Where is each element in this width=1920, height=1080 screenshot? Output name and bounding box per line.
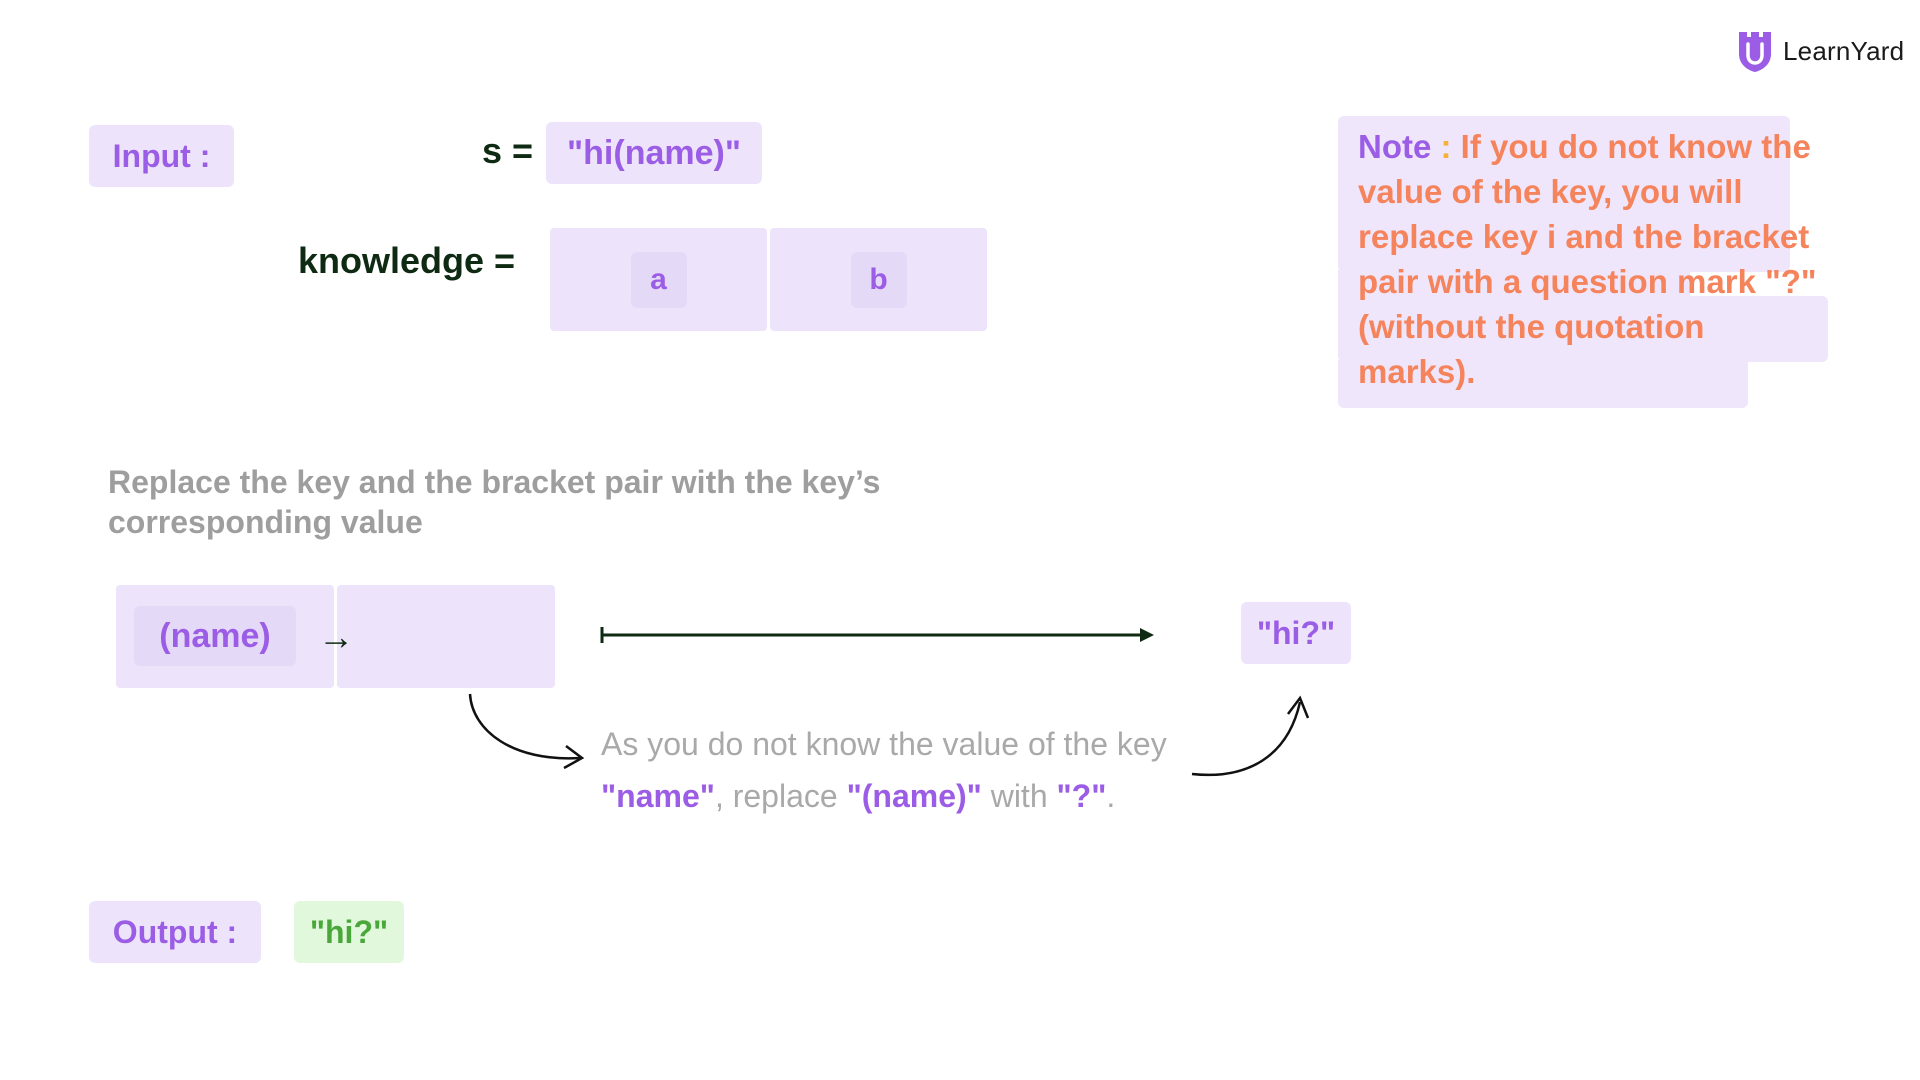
explanation-highlight: "name" <box>601 778 715 814</box>
knowledge-cell-value: b <box>850 251 907 308</box>
curved-arrow-right <box>1191 695 1310 777</box>
key-cell: (name) <box>116 585 334 688</box>
s-label: s = <box>482 130 534 171</box>
input-label: Input : <box>89 125 234 187</box>
note-background <box>1338 116 1790 272</box>
result-chip: "hi?" <box>1241 602 1351 664</box>
knowledge-label: knowledge = <box>298 240 516 281</box>
small-arrow-glyph: → <box>318 616 354 657</box>
output-label: Output : <box>89 901 261 963</box>
explanation-part: As you do not know the value of the key <box>601 726 1167 762</box>
learnyard-logo: LearnYard <box>1735 28 1904 74</box>
explanation-text: As you do not know the value of the key … <box>601 718 1201 822</box>
knowledge-cell-value: a <box>630 251 687 308</box>
curved-arrow-left <box>468 693 585 770</box>
note-body: If you do not know the value of the key,… <box>1358 128 1817 390</box>
step-description: Replace the key and the bracket pair wit… <box>108 464 881 540</box>
note-background <box>1338 360 1748 408</box>
note-keyword: Note <box>1358 128 1432 165</box>
note-background <box>1338 296 1828 362</box>
empty-cell <box>337 585 555 688</box>
note-colon: : <box>1431 128 1461 165</box>
s-value: "hi(name)" <box>546 122 762 184</box>
explanation-highlight: "(name)" <box>846 778 982 814</box>
output-value: "hi?" <box>294 901 404 963</box>
logo-text: LearnYard <box>1783 35 1905 66</box>
long-arrow <box>600 627 1154 643</box>
knowledge-cell: b <box>770 228 987 331</box>
explanation-part: , replace <box>714 778 847 814</box>
knowledge-cell: a <box>550 228 767 331</box>
explanation-highlight: "?" <box>1056 778 1107 814</box>
knowledge-array: a b <box>550 228 990 331</box>
explanation-part: . <box>1106 778 1116 814</box>
key-chip: (name) <box>134 606 296 666</box>
explanation-part: with <box>981 778 1057 814</box>
key-array: (name) <box>116 585 555 688</box>
shield-logo-icon <box>1739 32 1771 72</box>
note-text: Note : If you do not know the value of t… <box>1358 124 1818 394</box>
